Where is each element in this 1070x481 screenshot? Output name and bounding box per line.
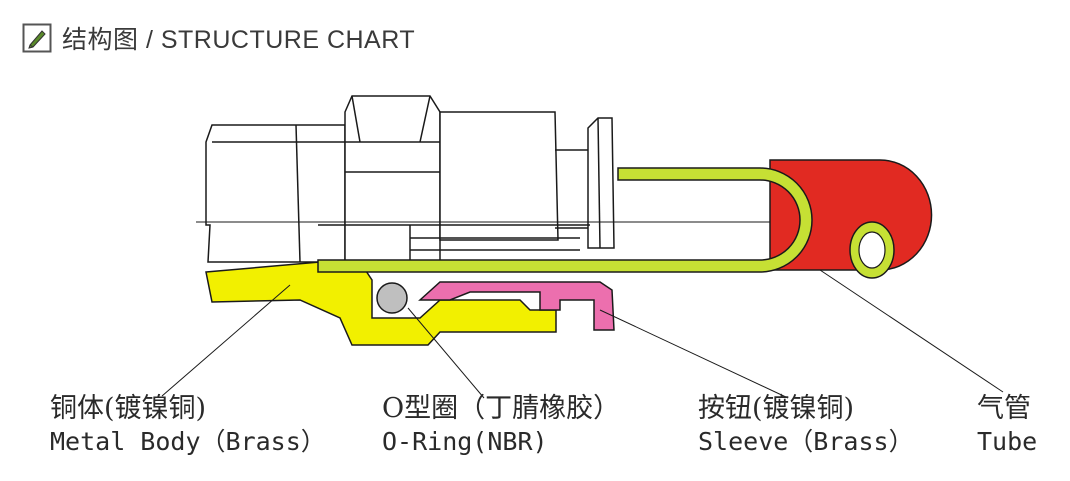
label-metal-body: 铜体(镀镍铜) Metal Body（Brass）	[50, 392, 326, 458]
label-sleeve-en: Sleeve（Brass）	[698, 427, 914, 456]
pen-in-box-icon	[22, 23, 52, 53]
label-o-ring: O型圈（丁腈橡胶） O-Ring(NBR)	[382, 392, 620, 458]
leader-line-oring	[407, 307, 485, 399]
o-ring	[376, 282, 408, 314]
label-metal-body-en: Metal Body（Brass）	[50, 427, 326, 456]
metal-body-outline	[205, 124, 346, 263]
tube-end-inner	[858, 231, 886, 269]
header: 结构图 / STRUCTURE CHART	[22, 18, 415, 58]
label-metal-body-zh: 铜体(镀镍铜)	[50, 393, 207, 424]
collet-flange	[587, 117, 615, 249]
body-barrel	[439, 111, 559, 241]
label-sleeve-zh: 按钮(镀镍铜)	[698, 393, 855, 424]
label-tube-zh: 气管	[977, 393, 1031, 424]
label-o-ring-zh: O型圈（丁腈橡胶）	[382, 393, 621, 424]
leader-line-tube	[819, 269, 1004, 393]
hex-nut	[344, 95, 441, 263]
tube-wall	[317, 167, 813, 273]
sleeve-section	[418, 281, 615, 331]
page-title: 结构图 / STRUCTURE CHART	[62, 26, 416, 54]
leader-line-sleeve	[599, 309, 789, 399]
label-o-ring-en: O-Ring(NBR)	[382, 427, 548, 456]
label-tube: 气管 Tube	[977, 392, 1037, 458]
leader-line-body	[161, 284, 291, 397]
label-tube-en: Tube	[977, 427, 1038, 456]
label-sleeve: 按钮(镀镍铜) Sleeve（Brass）	[698, 392, 914, 458]
